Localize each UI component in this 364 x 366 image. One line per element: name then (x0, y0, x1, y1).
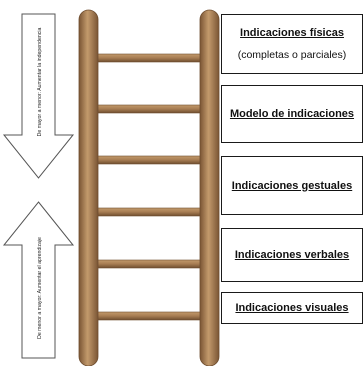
ladder-left-rail (78, 9, 99, 366)
level-box-physical: Indicaciones físicas (completas o parcia… (221, 14, 363, 74)
level-box-verbal: Indicaciones verbales (221, 228, 363, 282)
ladder-right-rail (199, 9, 220, 366)
ladder-rung (94, 155, 208, 165)
ladder-rung (94, 259, 208, 269)
ladder-rung (94, 53, 208, 63)
level-title: Indicaciones físicas (240, 27, 344, 39)
up-arrow (2, 201, 75, 359)
down-arrow (2, 13, 75, 179)
down-arrow-label: De mayor a menor: Aumentar la independen… (37, 28, 43, 137)
level-box-modeling: Modelo de indicaciones (221, 85, 363, 143)
level-title: Modelo de indicaciones (229, 108, 355, 120)
ladder-rung (94, 311, 208, 321)
ladder-rungs (94, 53, 208, 321)
level-title: Indicaciones verbales (234, 249, 350, 261)
up-arrow-label: De menor a mayor: Aumentar el aprendizaj… (37, 237, 43, 339)
level-subtitle: (completas o parciales) (237, 49, 347, 61)
level-box-gestural: Indicaciones gestuales (221, 156, 363, 215)
ladder-rung (94, 104, 208, 114)
level-title: Indicaciones gestuales (231, 179, 353, 192)
level-box-visual: Indicaciones visuales (221, 292, 363, 324)
level-title: Indicaciones visuales (235, 302, 349, 314)
ladder-rung (94, 207, 208, 217)
